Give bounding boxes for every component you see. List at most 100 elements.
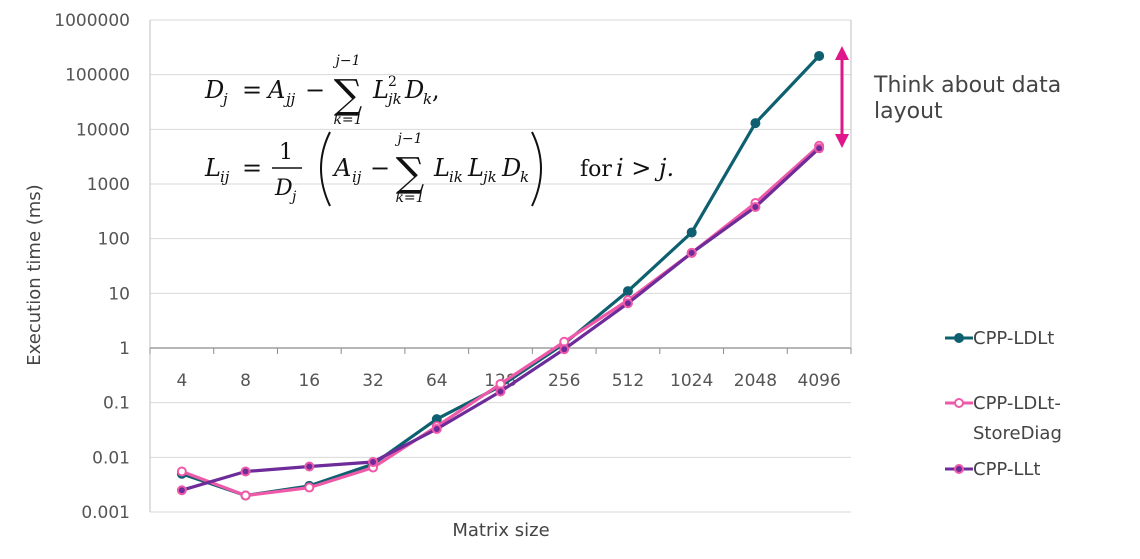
data-point (622, 298, 633, 309)
legend-item-cpp-ldlt: CPP-LDLt (945, 328, 1054, 349)
y-axis-title: Execution time (ms) (24, 184, 45, 365)
data-point (814, 50, 825, 61)
eq1-D: D (404, 76, 424, 104)
y-tick-labels: 1000000 100000 10000 1000 100 10 1 0.1 0.01 0.001 (54, 11, 130, 523)
eq2-sum-lower: k=1 (395, 190, 424, 206)
data-point (686, 247, 697, 258)
equation-block: D j = A jj − j−1 ∑ k=1 L 2 jk D k , L ij… (204, 53, 674, 207)
legend-label-line1: CPP-LDLt- (973, 393, 1061, 414)
eq2-lhs: L (204, 154, 221, 182)
gap-annotation: Think about data layout (835, 46, 1061, 148)
eq2-right-paren (531, 131, 542, 207)
data-point (368, 457, 379, 468)
eq2-L2: L (467, 154, 484, 182)
y-tick-label: 10 (108, 284, 130, 304)
axes (149, 20, 852, 512)
data-point (240, 490, 251, 501)
eq2-D: D (501, 154, 521, 182)
x-axis-title: Matrix size (452, 520, 549, 541)
x-tick-label: 8 (240, 371, 251, 391)
series-cpp-llt (176, 143, 825, 496)
annotation-text-line1: Think about data (873, 73, 1061, 98)
eq2-lhs-sub: ij (220, 168, 230, 186)
x-tick-labels: 48163264128256512102420484096 (176, 371, 840, 391)
eq2-sum: ∑ (396, 150, 425, 196)
x-tick-label: 1024 (670, 371, 713, 391)
y-tick-label: 1000 (87, 175, 130, 195)
y-tick-label: 100 (98, 230, 130, 250)
x-tick-label: 4 (176, 371, 187, 391)
y-tick-label: 0.1 (103, 394, 130, 414)
legend-swatch-marker (954, 464, 964, 474)
eq1-comma: , (432, 76, 440, 104)
eq2-L1-sub: ik (449, 168, 463, 186)
eq2-D-sub: k (520, 168, 529, 186)
x-tick-label: 32 (362, 371, 384, 391)
y-tick-label: 0.01 (92, 448, 130, 468)
legend: CPP-LDLt CPP-LDLt- StoreDiag CPP-LLt (945, 328, 1062, 480)
data-point (304, 482, 315, 493)
data-point (176, 485, 187, 496)
eq1-A-sub: jj (283, 90, 296, 108)
x-tick-label: 256 (548, 371, 580, 391)
data-point (814, 143, 825, 154)
eq2-A-sub: ij (352, 168, 362, 186)
eq2-frac-den-sub: j (289, 189, 297, 205)
eq1-sum: ∑ (334, 72, 363, 118)
data-point (686, 227, 697, 238)
eq1-L-sup: 2 (388, 74, 397, 90)
eq2-left-paren (320, 131, 331, 207)
annotation-arrow-head-bottom (835, 134, 849, 148)
legend-item-cpp-llt: CPP-LLt (945, 459, 1041, 480)
annotation-arrow-head-top (835, 46, 849, 60)
x-tick-label: 512 (612, 371, 644, 391)
legend-item-cpp-ldlt-storediag: CPP-LDLt- StoreDiag (945, 393, 1062, 444)
x-tick-label: 4096 (798, 371, 841, 391)
eq1-D-sub: k (423, 90, 432, 108)
eq2-sum-upper: j−1 (395, 131, 423, 147)
legend-label-line2: StoreDiag (973, 423, 1062, 444)
data-point (304, 461, 315, 472)
eq2-equals: = (242, 154, 262, 182)
data-point (431, 423, 442, 434)
eq1-sum-upper: j−1 (333, 53, 361, 69)
eq2-L2-sub: jk (480, 168, 497, 186)
eq2-for: for (580, 157, 612, 182)
x-tick-label: 64 (426, 371, 448, 391)
data-point (240, 466, 251, 477)
eq1-equals: = (242, 76, 262, 104)
eq2-A: A (332, 154, 351, 182)
eq2-L1: L (433, 154, 450, 182)
x-tick-label: 2048 (734, 371, 777, 391)
eq2-frac-den: D (274, 176, 293, 201)
series-line (181, 54, 821, 498)
data-point (495, 386, 506, 397)
data-point (622, 286, 633, 297)
eq1-lhs: D (204, 76, 224, 104)
eq2-condition: i > j. (616, 154, 674, 182)
legend-label: CPP-LDLt (973, 328, 1054, 349)
legend-label: CPP-LLt (973, 459, 1041, 480)
data-point (176, 466, 187, 477)
eq1-L-sub: jk (385, 90, 402, 108)
eq2-minus: − (370, 154, 390, 182)
y-tick-label: 0.001 (81, 503, 130, 523)
series-lines (176, 50, 825, 501)
eq2-frac-num: 1 (279, 140, 293, 165)
legend-swatch-marker (954, 333, 964, 343)
y-tick-label: 100000 (65, 66, 130, 86)
legend-swatch-marker (954, 398, 964, 408)
x-tick-label: 16 (298, 371, 320, 391)
y-tick-label: 1 (119, 339, 130, 359)
eq1-sum-lower: k=1 (333, 112, 362, 128)
eq1-lhs-sub: j (220, 90, 228, 108)
series-cpp-ldlt (176, 50, 825, 501)
y-tick-label: 1000000 (54, 11, 130, 31)
annotation-text-line2: layout (874, 99, 943, 124)
data-point (750, 118, 761, 129)
data-point (559, 344, 570, 355)
eq1-minus: − (305, 76, 325, 104)
eq1-A: A (266, 76, 285, 104)
y-tick-label: 10000 (76, 120, 130, 140)
